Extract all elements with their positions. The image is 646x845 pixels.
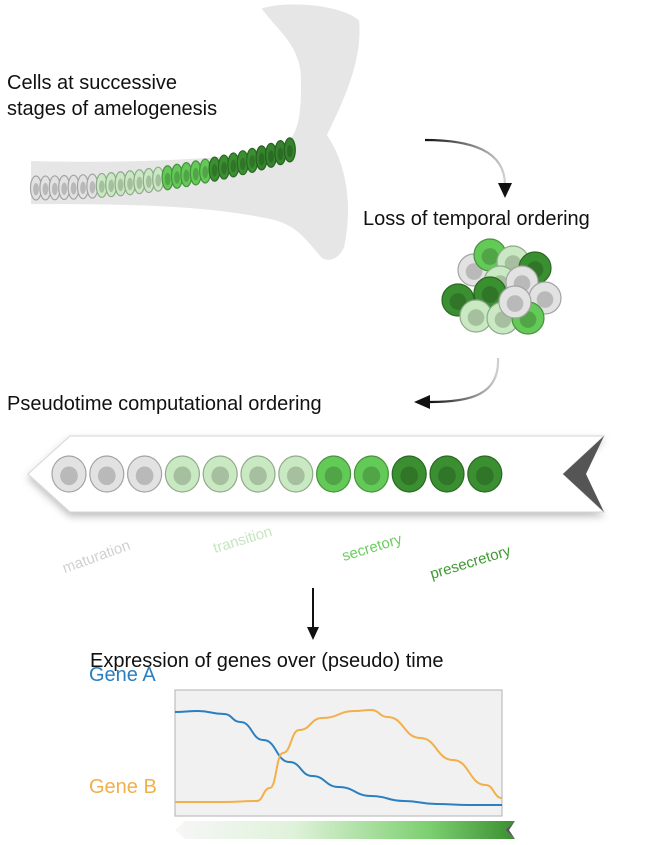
cells-stages-label-line1: Cells at successive	[7, 72, 178, 94]
gene-b-label: Gene B	[89, 776, 157, 798]
gene-a-label: Gene A	[89, 664, 156, 686]
arrow-dissociation-head	[498, 183, 512, 198]
tissue-cell	[189, 160, 202, 186]
plot-area	[174, 689, 503, 817]
pseudotime-cell-presecretory	[391, 455, 427, 493]
pseudotime-cell-secretory	[316, 455, 352, 493]
pseudotime-ordering-label: Pseudotime computational ordering	[7, 393, 322, 415]
tissue-cell	[161, 165, 174, 191]
arrow-pseudotime	[429, 357, 500, 404]
cluster-cell	[498, 285, 532, 319]
pseudotime-cell-maturation	[89, 455, 125, 493]
cells-stages-label-line2: stages of amelogenesis	[7, 98, 218, 120]
pseudotime-cell-maturation	[127, 455, 163, 493]
pseudotime-cell-transition	[240, 455, 276, 493]
tissue-cell	[264, 142, 278, 168]
pseudotime-cell-transition	[202, 455, 238, 493]
plot-lines	[174, 708, 503, 806]
expression-title: Expression of genes over (pseudo) time	[90, 650, 444, 672]
series-line-gene-a	[174, 709, 502, 806]
pseudotime-cell-transition	[164, 455, 200, 493]
tissue-cell	[236, 150, 249, 176]
pseudotime-cell-maturation	[51, 455, 87, 493]
pseudotime-gradient-bar	[175, 821, 515, 839]
tissue-cell	[199, 158, 212, 184]
series-line-gene-b	[175, 708, 503, 803]
tissue-cell	[152, 166, 165, 192]
pseudotime-band-notch	[563, 436, 604, 512]
tissue-cell	[255, 145, 268, 171]
enamel-organ-tissue	[29, 2, 362, 262]
arrow-pseudotime-head	[414, 395, 430, 409]
tissue-cell	[76, 174, 90, 200]
pseudotime-gradient-bar-notch	[505, 821, 515, 839]
tissue-cell	[48, 175, 61, 201]
tissue-cell	[283, 137, 296, 163]
pseudotime-cell-transition	[278, 455, 314, 493]
arrow-dissociation	[424, 138, 507, 186]
tissue-cell	[39, 175, 52, 201]
tissue-cell	[114, 171, 127, 197]
pseudotime-cell-secretory	[353, 455, 389, 493]
tissue-cell	[67, 174, 80, 200]
pseudotime-cell-presecretory	[429, 455, 465, 493]
arrow-expression-head	[307, 627, 319, 640]
tissue-cell-row	[29, 137, 296, 201]
pseudotime-cell-presecretory	[467, 455, 503, 493]
loss-ordering-label: Loss of temporal ordering	[363, 208, 590, 230]
tissue-cell	[142, 167, 155, 194]
dissociated-cell-cluster	[441, 238, 562, 335]
pseudotime-cell-row	[51, 455, 503, 493]
cluster-cell	[459, 299, 493, 333]
tissue-cell	[123, 170, 137, 196]
